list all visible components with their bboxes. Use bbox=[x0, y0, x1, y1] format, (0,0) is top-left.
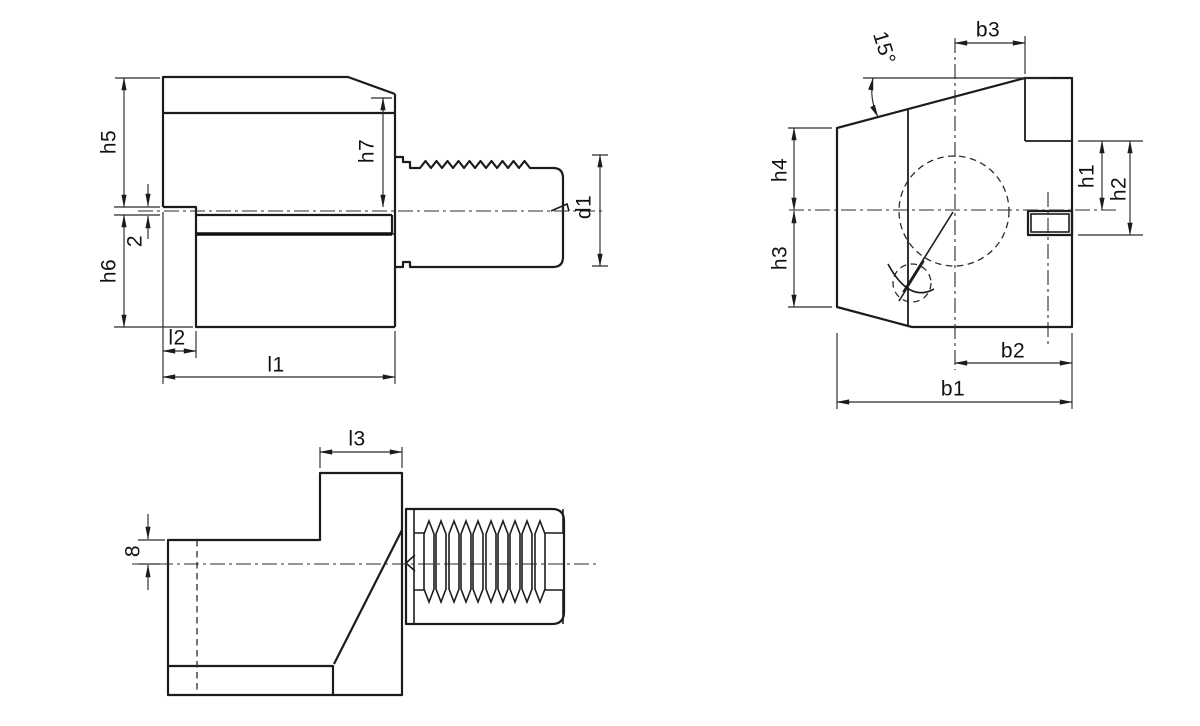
dim-b1: b1 bbox=[836, 333, 1073, 409]
plan-chamfer-diagonal bbox=[333, 529, 403, 665]
dim-d1: d1 bbox=[573, 154, 608, 267]
dim-b2: b2 bbox=[954, 333, 1073, 370]
front-shank-thread-profile bbox=[395, 155, 565, 269]
dim-l1-label: l1 bbox=[267, 354, 284, 377]
dim-seat-gap-label: 2 bbox=[124, 235, 147, 247]
side-view: 15° b3 h4 h3 h1 h2 bbox=[769, 19, 1143, 409]
dim-l2: l2 bbox=[162, 212, 197, 384]
dim-edge-offset: 8 bbox=[122, 514, 165, 590]
side-screw-arc bbox=[887, 263, 935, 294]
dim-h3-label: h3 bbox=[769, 246, 792, 270]
front-centerline-flag bbox=[550, 202, 570, 212]
dim-h2-label: h2 bbox=[1108, 177, 1131, 201]
plan-inner-step bbox=[168, 664, 335, 695]
dim-h3: h3 bbox=[769, 210, 832, 308]
plan-thread-runout-lines bbox=[414, 509, 564, 624]
dim-b1-label: b1 bbox=[941, 378, 965, 401]
dim-b2-label: b2 bbox=[1001, 340, 1025, 363]
dim-angle-15: 15° bbox=[868, 29, 900, 118]
side-notch-lines bbox=[1024, 78, 1072, 142]
dim-h4-label: h4 bbox=[769, 158, 792, 182]
dim-d1-label: d1 bbox=[573, 195, 596, 219]
dim-l1: l1 bbox=[162, 331, 396, 384]
dim-l2-ext bbox=[162, 212, 197, 384]
dim-angle-label: 15° bbox=[868, 29, 900, 68]
dim-h1-label: h1 bbox=[1076, 164, 1099, 188]
dim-b3: b3 bbox=[954, 19, 1026, 74]
dim-edge-offset-label: 8 bbox=[122, 545, 145, 557]
plan-center-chevron bbox=[404, 554, 416, 572]
dim-l3-label: l3 bbox=[348, 428, 365, 451]
dim-h4: h4 bbox=[769, 127, 832, 211]
side-screw-bore-circle bbox=[892, 263, 932, 303]
side-screw-diagonal bbox=[902, 211, 954, 293]
plan-thread-teeth bbox=[423, 518, 546, 605]
dim-seat-gap: 2 bbox=[124, 184, 151, 247]
dim-h2: h2 bbox=[1078, 140, 1143, 236]
dim-h6-ext bbox=[114, 214, 193, 328]
dim-l3: l3 bbox=[319, 428, 403, 468]
plan-shank-shell bbox=[404, 507, 566, 626]
plan-body-outline bbox=[166, 471, 404, 697]
dim-angle-arc bbox=[868, 77, 879, 118]
side-insert-outer bbox=[1026, 209, 1074, 237]
dim-b3-label: b3 bbox=[976, 19, 1000, 42]
side-insert-inner bbox=[1030, 213, 1070, 233]
dim-edge-offset-ext bbox=[138, 539, 165, 565]
front-body-lower-outline bbox=[194, 215, 395, 329]
dim-h5-label: h5 bbox=[98, 130, 121, 154]
front-seat-band bbox=[196, 213, 394, 233]
dim-h7: h7 bbox=[356, 97, 392, 208]
dim-h5-ext bbox=[114, 77, 160, 208]
dim-h7-label: h7 bbox=[356, 139, 379, 163]
plan-view: l3 8 bbox=[122, 428, 600, 697]
dim-h6-label: h6 bbox=[98, 259, 121, 283]
dim-l2-label: l2 bbox=[168, 327, 185, 350]
front-step-edge bbox=[163, 205, 198, 215]
dim-h6: h6 bbox=[98, 214, 193, 328]
dim-h5: h5 bbox=[98, 77, 160, 208]
side-main-bore-circle bbox=[898, 155, 1010, 267]
front-view: h5 h6 2 h7 d1 l2 bbox=[98, 75, 608, 384]
side-screw-cross-line bbox=[898, 260, 925, 302]
front-body-upper-outline bbox=[161, 75, 396, 207]
